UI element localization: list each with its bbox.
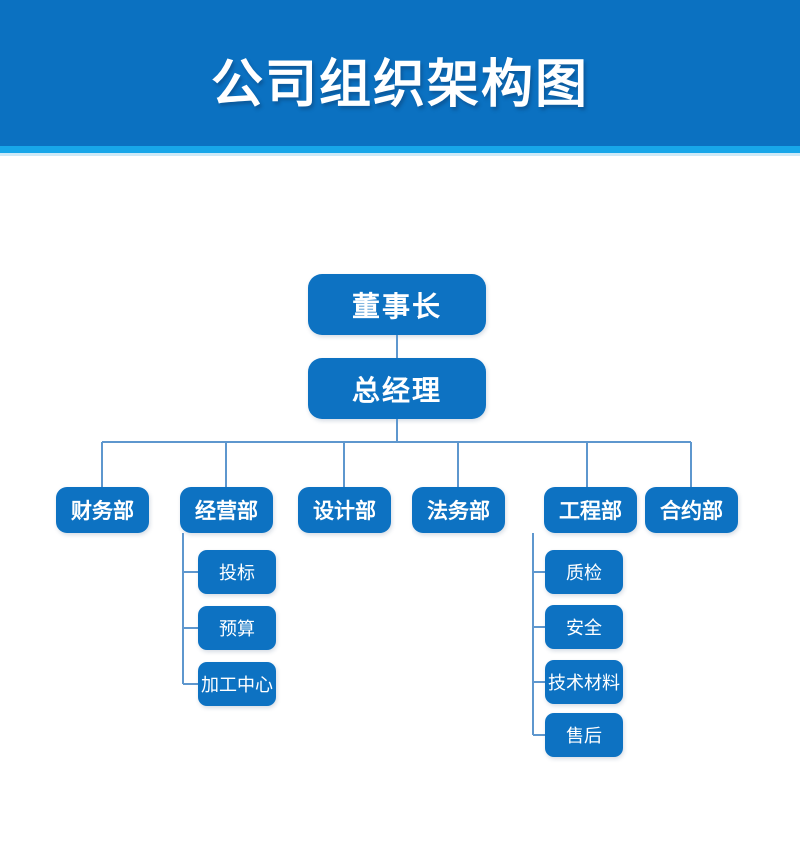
org-node-safety: 安全 bbox=[545, 605, 623, 649]
connector-drop-engineering bbox=[586, 442, 588, 487]
page-title: 公司组织架构图 bbox=[210, 55, 589, 114]
connector-drop-design bbox=[343, 442, 345, 487]
connector-manager-bus bbox=[396, 419, 398, 442]
header-accent-strip-light bbox=[0, 153, 800, 156]
connector-stub-materials bbox=[533, 681, 545, 683]
org-node-processing-center: 加工中心 bbox=[198, 662, 276, 706]
org-node-general-manager: 总经理 bbox=[308, 358, 486, 419]
org-node-technical-materials: 技术材料 bbox=[545, 660, 623, 704]
org-node-chairman: 董事长 bbox=[308, 274, 486, 335]
connector-engineering-spine bbox=[532, 533, 534, 735]
connector-stub-aftersales bbox=[533, 734, 545, 736]
connector-chairman-manager bbox=[396, 335, 398, 358]
connector-operations-spine bbox=[182, 533, 184, 684]
connector-drop-contract bbox=[690, 442, 692, 487]
header-accent-strip bbox=[0, 146, 800, 153]
connector-stub-processing-center bbox=[183, 683, 198, 685]
connector-department-bus bbox=[102, 441, 691, 443]
connector-drop-operations bbox=[225, 442, 227, 487]
org-node-design-dept: 设计部 bbox=[298, 487, 391, 533]
org-node-operations-dept: 经营部 bbox=[180, 487, 273, 533]
org-node-legal-dept: 法务部 bbox=[412, 487, 505, 533]
connector-stub-safety bbox=[533, 626, 545, 628]
org-node-after-sales: 售后 bbox=[545, 713, 623, 757]
connector-stub-bidding bbox=[183, 571, 198, 573]
connector-drop-finance bbox=[101, 442, 103, 487]
org-node-contract-dept: 合约部 bbox=[645, 487, 738, 533]
org-node-budget: 预算 bbox=[198, 606, 276, 650]
org-node-bidding: 投标 bbox=[198, 550, 276, 594]
org-node-quality-inspection: 质检 bbox=[545, 550, 623, 594]
header-banner: 公司组织架构图 bbox=[0, 0, 800, 146]
connector-stub-quality bbox=[533, 571, 545, 573]
connector-stub-budget bbox=[183, 627, 198, 629]
org-node-finance-dept: 财务部 bbox=[56, 487, 149, 533]
connector-drop-legal bbox=[457, 442, 459, 487]
org-node-engineering-dept: 工程部 bbox=[544, 487, 637, 533]
